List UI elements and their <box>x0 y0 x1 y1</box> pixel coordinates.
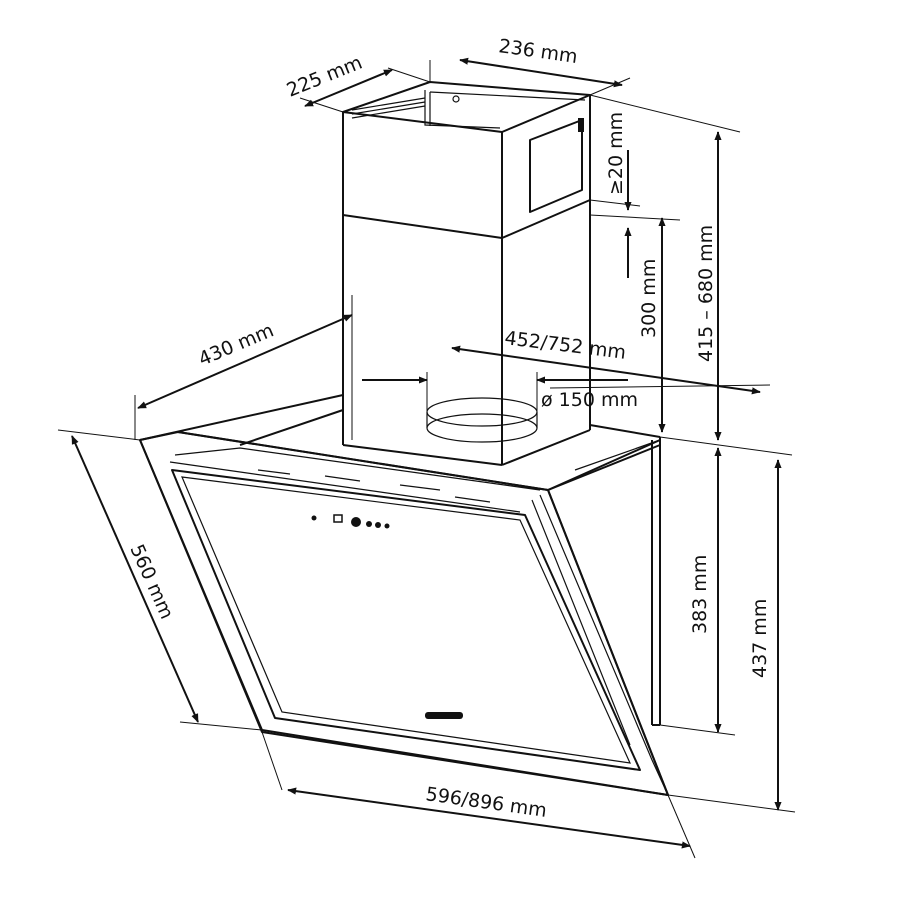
outlet-ring <box>426 372 538 443</box>
dim-line-430 <box>137 314 353 409</box>
side-vent-grille <box>529 118 584 213</box>
dim-line-225 <box>304 69 393 107</box>
label-383: 383 mm <box>689 555 711 634</box>
dim-line-596-896 <box>287 787 691 849</box>
label-150: ø 150 mm <box>541 389 638 411</box>
control-panel <box>311 514 390 529</box>
label-560: 560 mm <box>125 541 177 622</box>
dim-line-236 <box>459 57 623 88</box>
label-437: 437 mm <box>749 599 771 678</box>
light-strip <box>425 712 463 719</box>
dimension-labels: 225 mm 236 mm ≥20 mm 415 – 680 mm 300 mm… <box>125 35 771 822</box>
label-300: 300 mm <box>638 259 660 338</box>
dimension-lines <box>71 57 782 849</box>
label-430: 430 mm <box>195 319 277 370</box>
hood-body <box>139 394 669 796</box>
label-415-680: 415 – 680 mm <box>695 225 717 362</box>
dim-line-560 <box>71 435 199 723</box>
label-225: 225 mm <box>284 52 366 102</box>
label-236: 236 mm <box>497 35 579 68</box>
extension-lines <box>57 60 796 859</box>
dim-line-452-752 <box>451 345 761 395</box>
label-596-896: 596/896 mm <box>424 783 548 822</box>
label-20: ≥20 mm <box>605 112 627 195</box>
